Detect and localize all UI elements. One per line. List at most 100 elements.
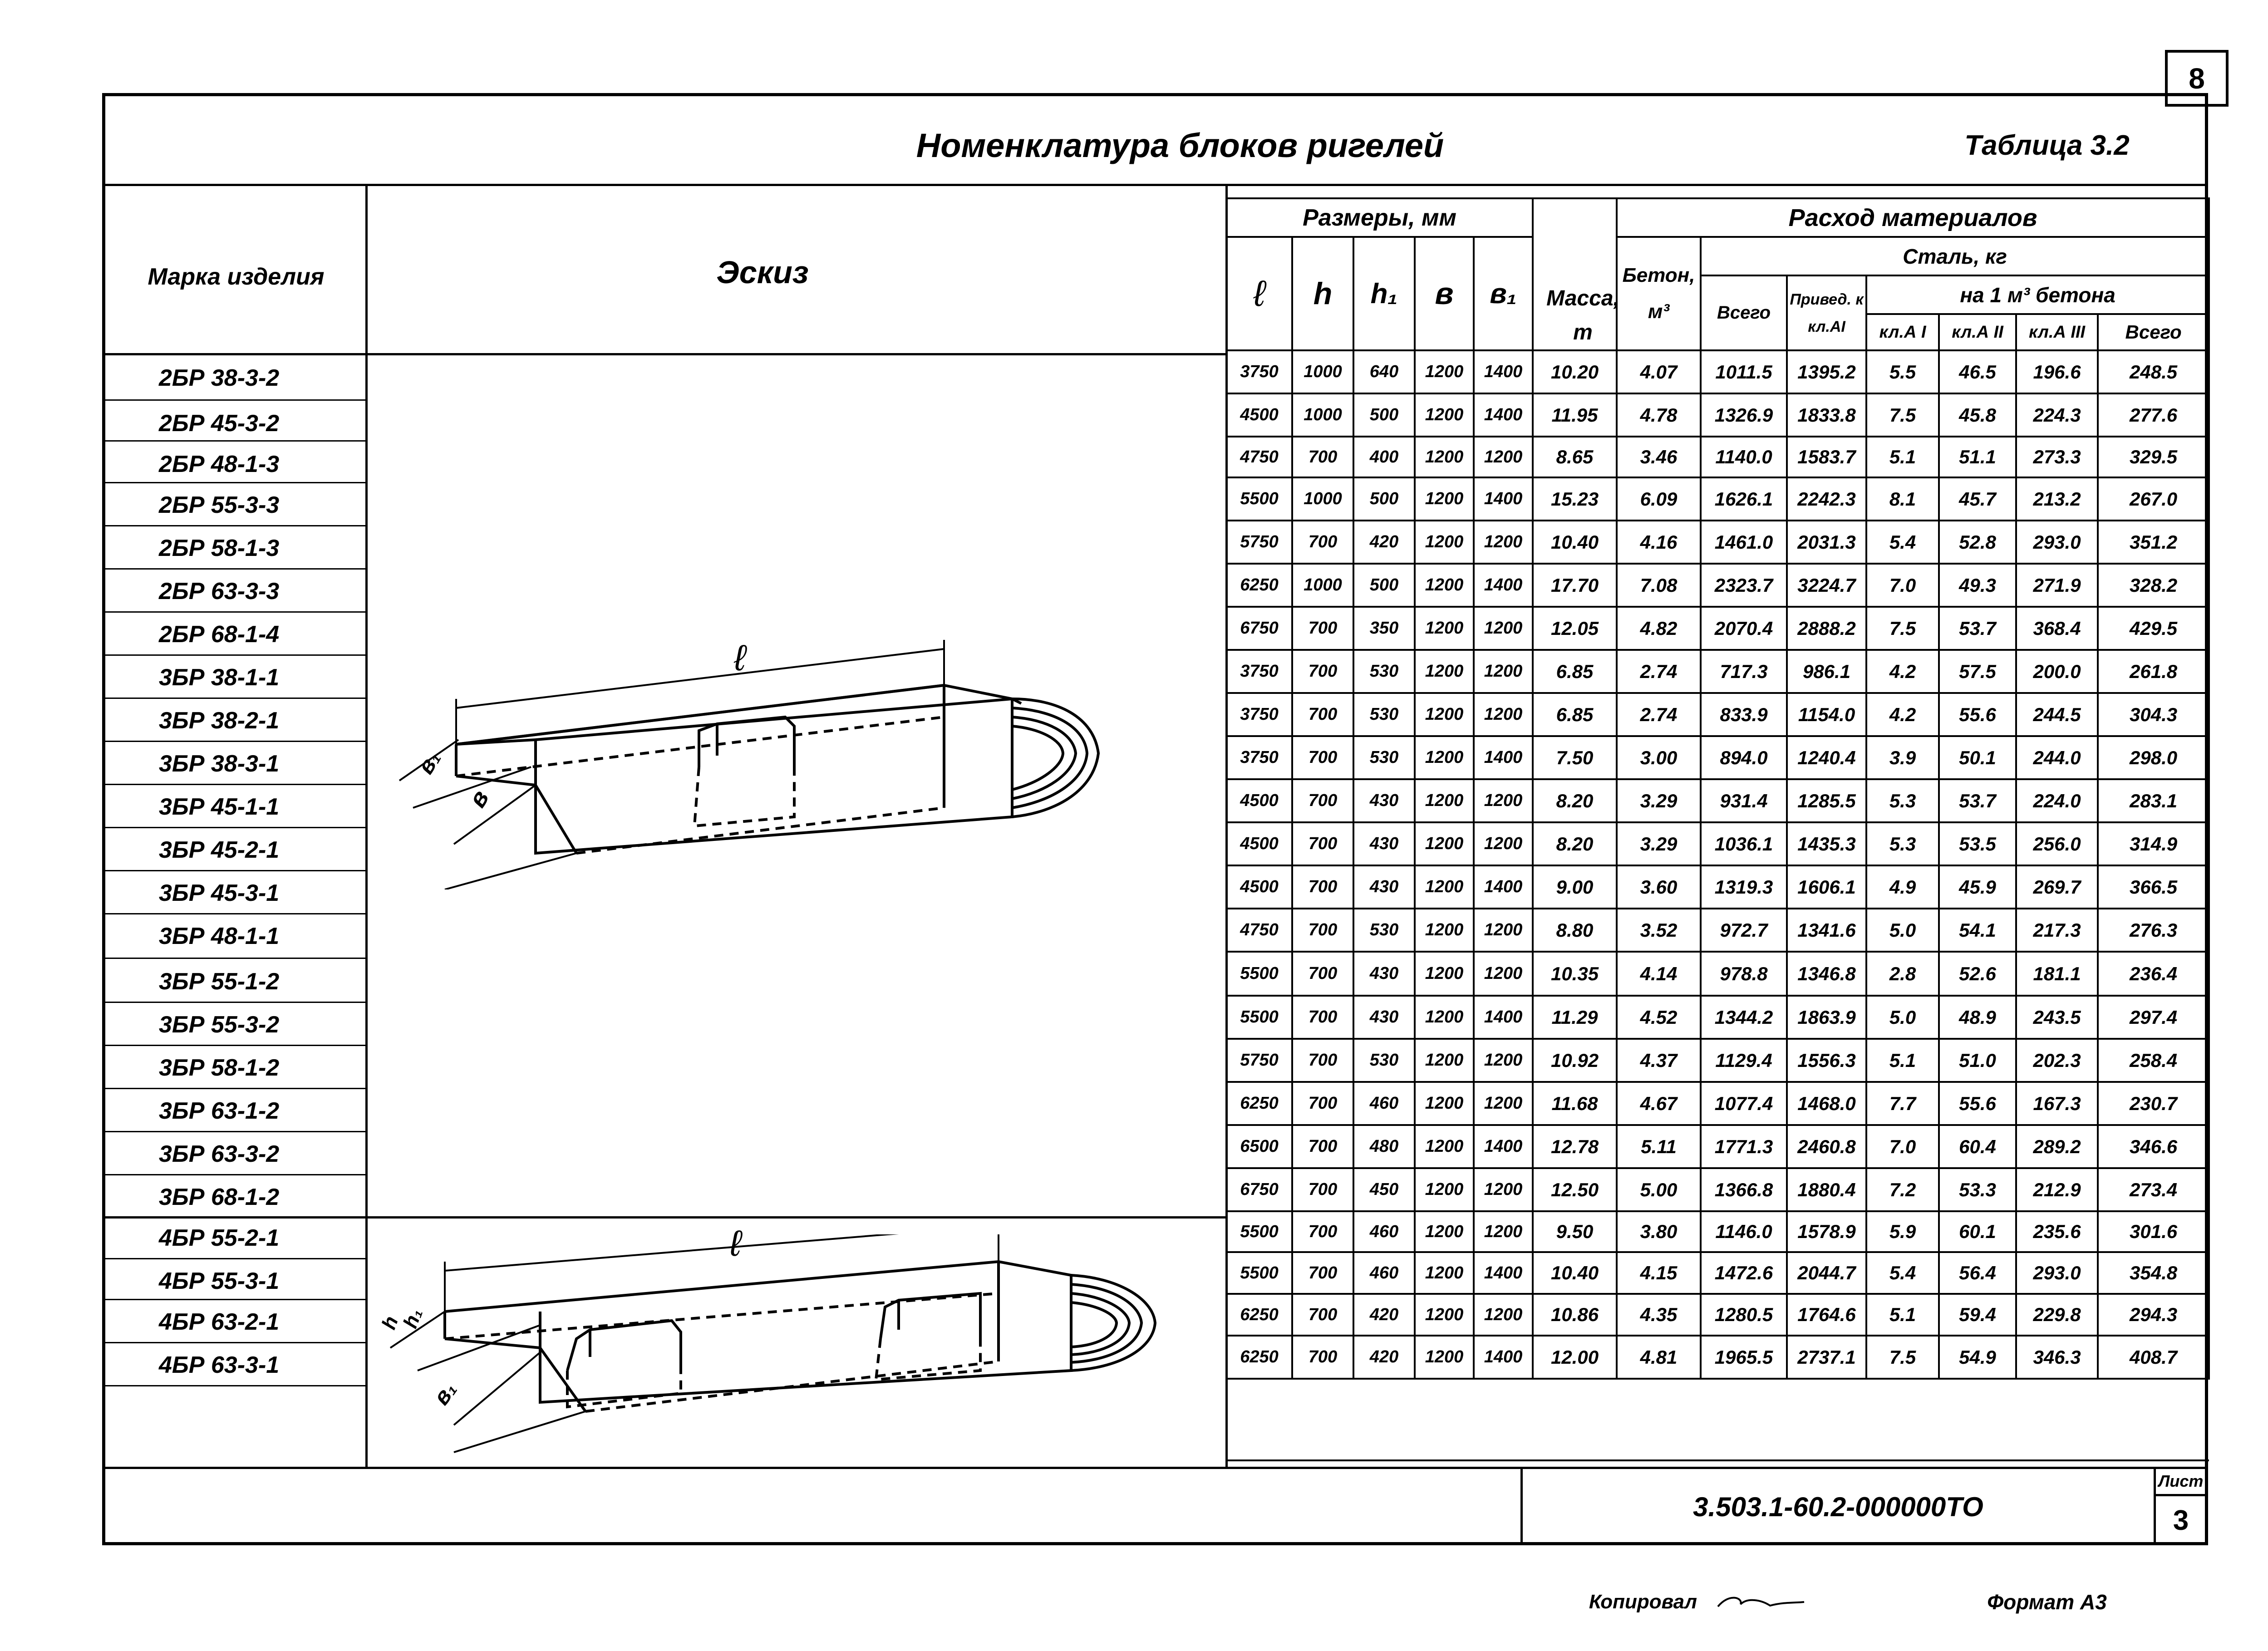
cell-total: 408.7 [2097, 1335, 2210, 1380]
cell-concrete: 4.07 [1616, 349, 1702, 394]
cell-steel: 1280.5 [1700, 1293, 1788, 1337]
footer-sheet-line [2154, 1494, 2208, 1496]
cell-b1: 1200 [1472, 436, 1534, 478]
cell-a1: 5.1 [1865, 1293, 1940, 1337]
cell-a3: 273.3 [2015, 436, 2099, 478]
cell-steel: 1366.8 [1700, 1167, 1788, 1212]
cell-a3: 271.9 [2015, 563, 2099, 608]
cell-steel: 1140.0 [1700, 436, 1788, 478]
cell-b1: 1400 [1472, 1124, 1534, 1169]
cell-b1: 1400 [1472, 1335, 1534, 1380]
cell-h: 1000 [1291, 393, 1354, 437]
cell-a2: 48.9 [1938, 995, 2017, 1040]
cell-h1: 500 [1353, 563, 1416, 608]
cell-steel: 1011.5 [1700, 349, 1788, 394]
cell-b: 1200 [1414, 1038, 1475, 1083]
cell-b: 1200 [1414, 692, 1475, 737]
cell-l: 4750 [1225, 908, 1293, 953]
cell-a2: 60.4 [1938, 1124, 2017, 1169]
dim-col-l: ℓ [1225, 236, 1293, 351]
cell-a3: 196.6 [2015, 349, 2099, 394]
cell-a2: 50.1 [1938, 735, 2017, 780]
cell-total: 236.4 [2097, 951, 2210, 997]
mark-row-line [102, 440, 365, 442]
sketch-header: Эскиз [716, 255, 809, 290]
mark-row-line [102, 568, 365, 570]
cell-h1: 430 [1353, 821, 1416, 866]
mark-row-line [102, 1045, 365, 1046]
mark-item: 3БР 38-1-1 [159, 664, 280, 691]
mass-header [1532, 197, 1618, 350]
cell-total: 366.5 [2097, 865, 2210, 909]
cell-steel: 978.8 [1700, 951, 1788, 997]
cell-l: 5750 [1225, 520, 1293, 565]
cell-h1: 430 [1353, 951, 1416, 997]
cell-h1: 460 [1353, 1081, 1416, 1126]
cell-b: 1200 [1414, 865, 1475, 909]
cell-a1: 7.7 [1865, 1081, 1940, 1126]
cell-h: 1000 [1291, 349, 1354, 394]
cell-concrete: 3.00 [1616, 735, 1702, 780]
cell-a1: 5.3 [1865, 821, 1940, 866]
cell-total: 298.0 [2097, 735, 2210, 780]
cell-b1: 1200 [1472, 606, 1534, 651]
cell-steel: 931.4 [1700, 778, 1788, 823]
cell-reduced: 1583.7 [1786, 436, 1868, 478]
cell-b: 1200 [1414, 1293, 1475, 1337]
cell-b: 1200 [1414, 951, 1475, 997]
cell-a1: 7.5 [1865, 606, 1940, 651]
cell-b: 1200 [1414, 821, 1475, 866]
cell-l: 3750 [1225, 735, 1293, 780]
dim-col-b: в [1414, 236, 1475, 351]
cell-h1: 530 [1353, 735, 1416, 780]
cell-concrete: 4.35 [1616, 1293, 1702, 1337]
cell-b1: 1200 [1472, 951, 1534, 997]
cell-reduced: 986.1 [1786, 649, 1868, 694]
cell-l: 6250 [1225, 1293, 1293, 1337]
cell-h: 700 [1291, 1038, 1354, 1083]
cell-concrete: 3.46 [1616, 436, 1702, 478]
sheet-number: 3 [2173, 1504, 2189, 1536]
cell-a1: 5.5 [1865, 349, 1940, 394]
cell-mass: 8.20 [1532, 821, 1618, 866]
cell-b1: 1200 [1472, 649, 1534, 694]
sketch-group-divider [365, 1216, 1225, 1219]
cell-concrete: 4.16 [1616, 520, 1702, 565]
cell-mass: 10.40 [1532, 1251, 1618, 1295]
cell-h1: 400 [1353, 436, 1416, 478]
cell-h: 700 [1291, 1210, 1354, 1253]
cell-b1: 1200 [1472, 1210, 1534, 1253]
riegel-sketch-2 [389, 1234, 1157, 1453]
mark-item: 3БР 38-2-1 [159, 707, 280, 734]
cell-mass: 10.92 [1532, 1038, 1618, 1083]
cell-b1: 1200 [1472, 1167, 1534, 1212]
cell-b: 1200 [1414, 477, 1475, 521]
dim-col-h1: h₁ [1353, 236, 1416, 351]
cell-mass: 9.50 [1532, 1210, 1618, 1253]
mark-row-line [102, 611, 365, 613]
cell-a3: 212.9 [2015, 1167, 2099, 1212]
cell-reduced: 1240.4 [1786, 735, 1868, 780]
mark-item: 4БР 55-3-1 [159, 1268, 280, 1294]
cell-l: 3750 [1225, 692, 1293, 737]
cell-h: 700 [1291, 865, 1354, 909]
corner-number: 8 [2189, 62, 2205, 95]
cell-a3: 289.2 [2015, 1124, 2099, 1169]
cell-mass: 11.29 [1532, 995, 1618, 1040]
mark-row-line [102, 1002, 365, 1003]
mark-item: 3БР 63-3-2 [159, 1140, 280, 1167]
mark-header: Марка изделия [148, 264, 325, 290]
cell-mass: 12.50 [1532, 1167, 1618, 1212]
cell-a1: 5.0 [1865, 995, 1940, 1040]
cell-b1: 1200 [1472, 520, 1534, 565]
cell-total: 346.6 [2097, 1124, 2210, 1169]
cell-h1: 530 [1353, 649, 1416, 694]
